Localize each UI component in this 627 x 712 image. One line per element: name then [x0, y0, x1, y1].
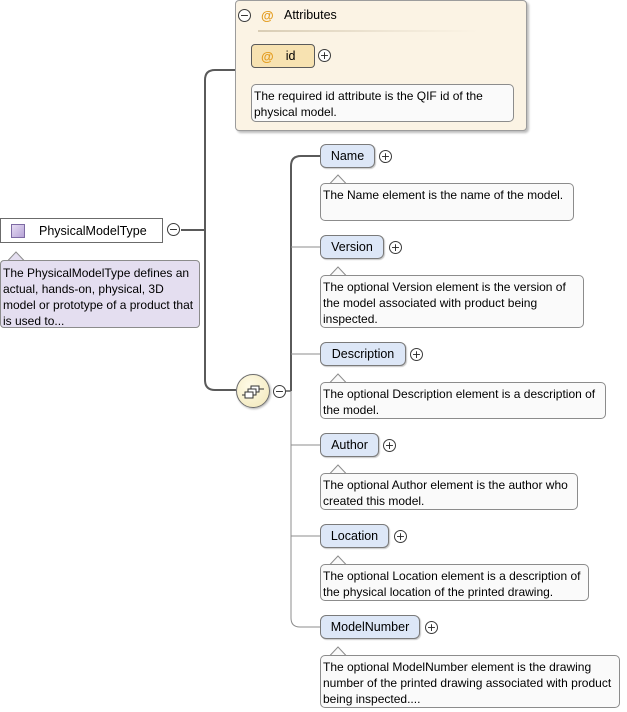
doc-notch [329, 174, 347, 184]
element-location-label: Location [330, 529, 379, 543]
element-author-doc: The optional Author element is the autho… [320, 473, 578, 510]
element-author-box[interactable]: Author [320, 433, 379, 457]
root-type-doc-text: The PhysicalModelType defines an actual,… [3, 266, 194, 328]
element-description-box[interactable]: Description [320, 342, 406, 366]
element-version-expand-button[interactable]: + [389, 241, 402, 254]
element-modelnumber-doc-text: The optional ModelNumber element is the … [323, 660, 612, 706]
attribute-id-doc: The required id attribute is the QIF id … [251, 84, 514, 122]
element-author-expand-button[interactable]: + [383, 439, 396, 452]
collapse-icon: − [274, 385, 285, 398]
root-type-box[interactable]: PhysicalModelType [0, 218, 163, 243]
element-modelnumber-expand-button[interactable]: + [425, 621, 438, 634]
expand-icon: + [411, 348, 422, 361]
element-modelnumber-doc: The optional ModelNumber element is the … [320, 655, 620, 708]
expand-icon: + [395, 530, 406, 543]
sequence-compositor[interactable] [236, 374, 270, 408]
element-modelnumber-box[interactable]: ModelNumber [320, 615, 420, 639]
element-version-label: Version [331, 240, 373, 254]
root-type-name: PhysicalModelType [39, 223, 147, 238]
element-version-doc-text: The optional Version element is the vers… [323, 280, 566, 326]
element-version-doc: The optional Version element is the vers… [320, 275, 584, 328]
doc-notch [329, 373, 347, 383]
element-name-expand-button[interactable]: + [379, 150, 392, 163]
root-type-doc: The PhysicalModelType defines an actual,… [0, 260, 200, 328]
element-description-expand-button[interactable]: + [410, 348, 423, 361]
doc-notch [329, 646, 347, 656]
attributes-divider [258, 30, 478, 32]
root-collapse-button[interactable]: − [167, 223, 180, 236]
element-description-doc: The optional Description element is a de… [320, 382, 606, 419]
expand-icon: + [426, 621, 437, 634]
element-location-doc: The optional Location element is a descr… [320, 564, 589, 601]
attribute-id-doc-text: The required id attribute is the QIF id … [254, 89, 483, 119]
element-version-box[interactable]: Version [320, 235, 384, 259]
element-name-doc-text: The Name element is the name of the mode… [323, 188, 564, 202]
doc-notch [329, 266, 347, 276]
element-name-doc: The Name element is the name of the mode… [320, 183, 574, 221]
attribute-id-name: id [285, 49, 296, 63]
doc-notch [329, 555, 347, 565]
expand-icon: + [319, 49, 330, 62]
element-author-label: Author [331, 438, 368, 452]
element-modelnumber-label: ModelNumber [330, 620, 410, 634]
doc-notch [329, 464, 347, 474]
attribute-id-box[interactable]: @ id [251, 44, 315, 68]
expand-icon: + [384, 439, 395, 452]
element-author-doc-text: The optional Author element is the autho… [323, 478, 568, 508]
element-description-doc-text: The optional Description element is a de… [323, 387, 596, 417]
element-description-label: Description [331, 347, 395, 361]
expand-icon: + [390, 241, 401, 254]
element-name-box[interactable]: Name [320, 144, 375, 168]
element-location-doc-text: The optional Location element is a descr… [323, 569, 581, 599]
attribute-group-icon: @ [261, 8, 274, 23]
attribute-id-expand-button[interactable]: + [318, 49, 331, 62]
doc-notch [7, 251, 25, 261]
sequence-collapse-button[interactable]: − [273, 385, 286, 398]
attributes-collapse-button[interactable]: − [238, 9, 251, 22]
element-location-box[interactable]: Location [320, 524, 389, 548]
complex-type-icon [11, 223, 25, 238]
element-name-label: Name [330, 149, 365, 163]
collapse-icon: − [168, 223, 179, 236]
attributes-title: Attributes [284, 8, 337, 22]
expand-icon: + [380, 150, 391, 163]
element-location-expand-button[interactable]: + [394, 530, 407, 543]
collapse-icon: − [239, 9, 250, 22]
attribute-icon: @ [261, 48, 274, 64]
sequence-icon [242, 385, 264, 399]
